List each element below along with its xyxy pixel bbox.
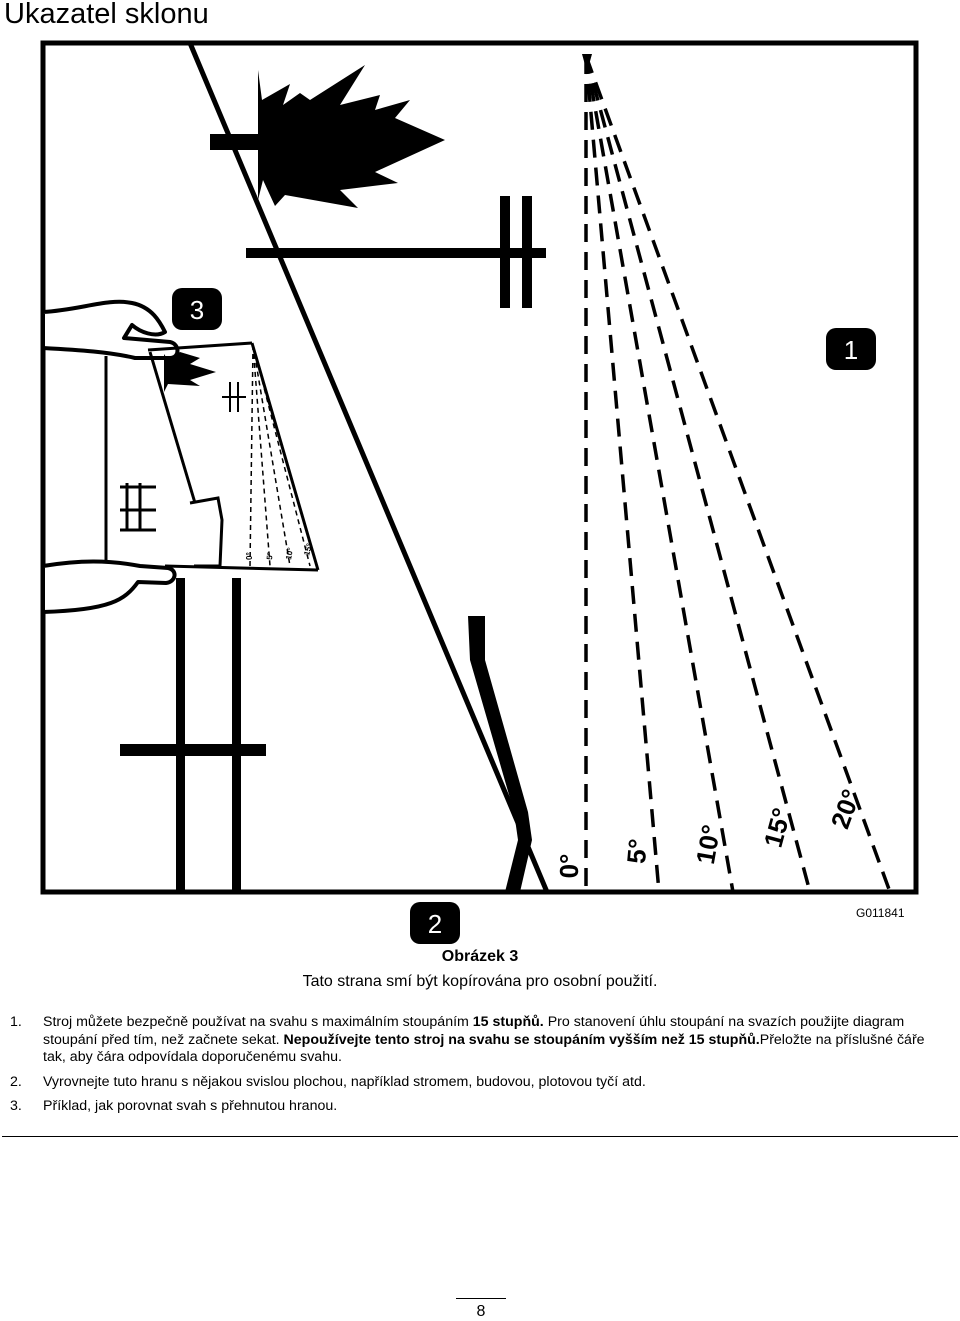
fold-edge (187, 42, 550, 893)
list-number: 2. (10, 1073, 22, 1090)
building-icon (120, 578, 532, 892)
tree-icon (210, 65, 445, 208)
small-angle-label-10: 10° (284, 547, 295, 560)
slope-line-15 (584, 55, 812, 893)
page-number: 8 (476, 1303, 486, 1320)
svg-text:2: 2 (428, 909, 442, 939)
small-angle-label-5: 5° (265, 552, 275, 560)
svg-text:1: 1 (844, 335, 858, 365)
pole-icon (246, 196, 546, 308)
slope-line-20 (584, 55, 892, 893)
hand-icon (41, 299, 180, 614)
divider (2, 1136, 958, 1137)
small-tree-icon (164, 352, 216, 392)
list-number: 1. (10, 1014, 22, 1030)
apex-marker (582, 54, 592, 72)
copy-note: Tato strana smí být kopírována pro osobn… (302, 973, 658, 990)
angle-label-5: 5° (621, 838, 653, 865)
figure-frame (40, 40, 919, 895)
angle-label-20: 20° (825, 785, 867, 832)
slope-indicator-figure: 0° 5° 10° 15° 20° 0° 5° 10° 15° 1 2 3 (40, 40, 919, 944)
slope-lines (584, 55, 892, 893)
item-text: Příklad, jak porovnat svah s přehnutou h… (43, 1098, 338, 1114)
slope-line-5 (584, 55, 661, 893)
item-text: Stroj můžete bezpečně používat na svahu … (43, 1014, 473, 1030)
small-sheet (104, 341, 320, 572)
slope-line-10 (584, 55, 735, 893)
item-bold: Nepoužívejte tento stroj na svahu se sto… (283, 1031, 760, 1048)
small-angle-label-15: 15° (302, 542, 314, 556)
callout-1: 1 (826, 328, 876, 370)
item-text: Přeložte na příslušné čáře tak, aby čára… (43, 1031, 925, 1066)
page-title: Ukazatel sklonu (4, 0, 209, 30)
instructions-list: 1. Stroj můžete bezpečně používat na sva… (10, 1014, 950, 1123)
callout-2: 2 (410, 902, 460, 944)
page-number-rule (456, 1298, 506, 1299)
item-text: Vyrovnejte tuto hranu s nějakou svislou … (43, 1073, 646, 1090)
small-angle-label-0: 0° (245, 552, 254, 560)
item-bold: 15 stupňů. (472, 1014, 544, 1030)
list-item: 2. Vyrovnejte tuto hranu s nějakou svisl… (10, 1074, 950, 1092)
angle-label-0: 0° (554, 854, 584, 879)
figure-code: G011841 (856, 906, 905, 920)
list-item: 3. Příklad, jak porovnat svah s přehnuto… (10, 1098, 950, 1116)
svg-text:3: 3 (190, 295, 204, 325)
angle-label-15: 15° (758, 805, 797, 851)
list-item: 1. Stroj můžete bezpečně používat na sva… (10, 1014, 950, 1067)
list-number: 3. (10, 1098, 22, 1114)
callout-3: 3 (172, 288, 222, 330)
figure-label: Obrázek 3 (441, 948, 519, 965)
item-text: Pro stanovení úhlu stoupání na svazích p… (43, 1014, 905, 1048)
angle-label-10: 10° (690, 822, 726, 866)
